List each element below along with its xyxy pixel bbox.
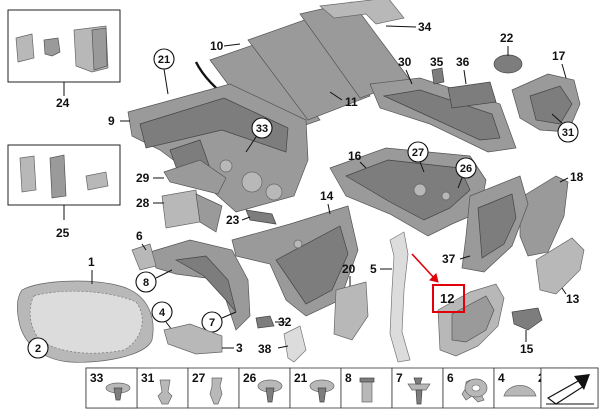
label-29: 29 xyxy=(136,171,150,185)
fastener-label-33: 33 xyxy=(90,371,104,385)
label-25: 25 xyxy=(56,226,70,240)
label-5: 5 xyxy=(370,262,377,276)
fastener-label-8: 8 xyxy=(345,371,352,385)
label-17: 17 xyxy=(552,49,566,63)
fastener-label-7: 7 xyxy=(396,371,403,385)
label-35: 35 xyxy=(430,55,444,69)
label-12: 12 xyxy=(440,291,454,306)
part-9-cowl xyxy=(127,83,309,213)
arrow-page-icon xyxy=(540,367,599,409)
label-33: 33 xyxy=(256,123,268,135)
part-12-highlighted xyxy=(437,283,505,357)
label-10: 10 xyxy=(210,39,224,53)
label-11: 11 xyxy=(345,95,358,109)
label-3: 3 xyxy=(236,341,243,355)
part-8-wheelarch xyxy=(131,239,251,331)
label-21: 21 xyxy=(158,54,170,66)
label-6: 6 xyxy=(136,229,143,243)
label-27: 27 xyxy=(412,147,424,159)
label-23: 23 xyxy=(226,213,240,227)
fastener-strip: 33 31 27 26 21 8 7 6 4 2 xyxy=(85,367,599,409)
part-1-floor-mat xyxy=(16,280,154,363)
label-15: 15 xyxy=(520,342,534,356)
fastener-label-21: 21 xyxy=(294,371,308,385)
label-24: 24 xyxy=(56,96,70,110)
callout-27 xyxy=(407,141,429,163)
part-34-panel xyxy=(319,0,405,25)
part-20 xyxy=(333,281,369,341)
label-31: 31 xyxy=(562,127,574,139)
highlight-arrow xyxy=(411,253,437,281)
part-30-bulkhead xyxy=(369,77,517,153)
fastener-label-4: 4 xyxy=(498,371,505,385)
label-32: 32 xyxy=(278,315,292,329)
part-22-round-pad xyxy=(493,54,523,74)
label-26: 26 xyxy=(460,163,472,175)
part-36-pad xyxy=(447,81,497,109)
label-20: 20 xyxy=(342,262,356,276)
part-16-dash-insulator xyxy=(329,147,487,237)
part-32-clip xyxy=(255,315,275,329)
label-30: 30 xyxy=(398,55,412,69)
label-14: 14 xyxy=(320,189,334,203)
highlight-box-12 xyxy=(432,284,465,313)
label-22: 22 xyxy=(500,31,514,45)
part-17-pillar xyxy=(511,73,581,133)
part-23 xyxy=(245,209,277,225)
callout-8 xyxy=(135,271,157,293)
label-34: 34 xyxy=(418,20,432,34)
label-1: 1 xyxy=(88,255,95,269)
part-13 xyxy=(535,237,585,295)
callout-4 xyxy=(151,301,173,323)
part-5-strip xyxy=(389,231,411,363)
part-15 xyxy=(511,307,543,331)
label-36: 36 xyxy=(456,55,470,69)
callout-2 xyxy=(27,337,49,359)
fastener-label-27: 27 xyxy=(192,371,206,385)
callout-33 xyxy=(251,117,273,139)
label-9: 9 xyxy=(108,114,115,128)
label-28: 28 xyxy=(136,196,150,210)
part-29 xyxy=(163,159,227,195)
fastener-label-26: 26 xyxy=(243,371,257,385)
part-37-panel xyxy=(461,175,529,273)
fastener-label-31: 31 xyxy=(141,371,155,385)
detail-25-parts xyxy=(19,154,109,199)
part-38 xyxy=(283,325,307,363)
part-18 xyxy=(519,175,569,257)
label-2: 2 xyxy=(35,343,41,355)
label-7: 7 xyxy=(209,317,215,329)
part-14-tunnel xyxy=(231,205,359,317)
label-37: 37 xyxy=(442,252,456,266)
part-35 xyxy=(431,67,445,85)
label-18: 18 xyxy=(570,170,584,184)
callout-31 xyxy=(557,121,579,143)
callout-26 xyxy=(455,157,477,179)
label-4: 4 xyxy=(159,307,166,319)
fastener-label-6: 6 xyxy=(447,371,454,385)
detail-24-parts xyxy=(15,25,109,73)
label-16: 16 xyxy=(348,149,362,163)
part-3 xyxy=(163,323,223,355)
label-8: 8 xyxy=(143,277,149,289)
label-38: 38 xyxy=(258,342,272,356)
label-13: 13 xyxy=(566,292,580,306)
part-28 xyxy=(161,189,223,233)
